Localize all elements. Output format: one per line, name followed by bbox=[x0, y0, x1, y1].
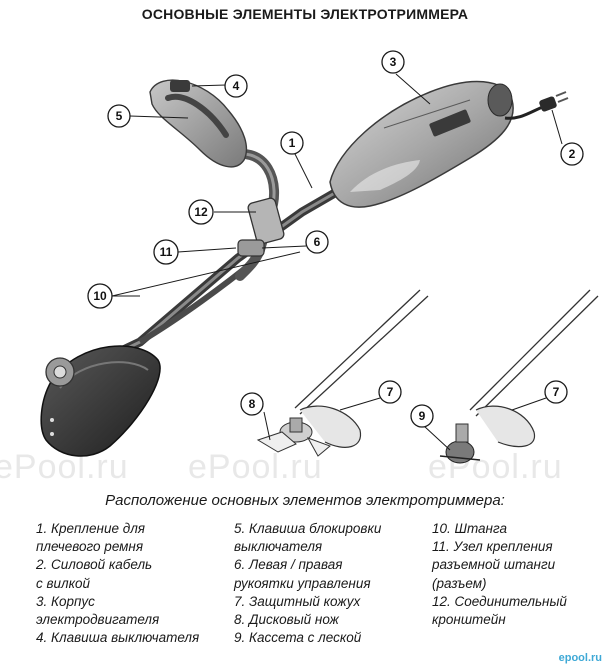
svg-text:1: 1 bbox=[289, 136, 296, 150]
leader-lines bbox=[111, 73, 563, 451]
rear-grip bbox=[149, 79, 248, 168]
svg-text:7: 7 bbox=[553, 385, 560, 399]
callout-9: 9 bbox=[410, 404, 434, 428]
legend-line: 5. Клавиша блокировки bbox=[234, 521, 382, 536]
svg-text:5: 5 bbox=[116, 109, 123, 123]
legend-line: кронштейн bbox=[432, 612, 506, 628]
legend-line: 12. Соединительный bbox=[432, 593, 567, 609]
legend-line: выключателя bbox=[234, 539, 323, 555]
legend-line: 11. Узел крепления bbox=[432, 539, 553, 555]
legend-line: разъемной штанги bbox=[432, 557, 556, 573]
callout-7-right: 7 bbox=[544, 380, 568, 404]
legend-line: плечевого ремня bbox=[36, 539, 144, 555]
legend-line: 2. Силовой кабель bbox=[36, 557, 153, 573]
svg-text:11: 11 bbox=[160, 245, 173, 259]
power-cable bbox=[504, 91, 569, 120]
diagram-title: ОСНОВНЫЕ ЭЛЕМЕНТЫ ЭЛЕКТРОТРИММЕРА bbox=[141, 6, 469, 22]
callout-6: 6 bbox=[305, 230, 329, 254]
inset-line-cassette bbox=[439, 289, 599, 464]
callout-1: 1 bbox=[280, 131, 304, 155]
watermark-left: ePool.ru bbox=[0, 448, 129, 486]
legend-caption: Расположение основных элементов электрот… bbox=[105, 492, 505, 509]
legend-column-1: 1. Крепление для плечевого ремня 2. Сило… bbox=[36, 520, 199, 647]
svg-text:4: 4 bbox=[233, 79, 240, 93]
legend-line: 3. Корпус bbox=[36, 593, 95, 609]
switch-button-shape bbox=[170, 80, 190, 92]
callout-7-left: 7 bbox=[378, 380, 402, 404]
callout-2: 2 bbox=[560, 142, 584, 166]
legend-column-2: 5. Клавиша блокировки выключателя 6. Лев… bbox=[234, 520, 381, 647]
legend-line: 6. Левая / правая bbox=[234, 557, 343, 573]
svg-text:2: 2 bbox=[569, 147, 576, 161]
legend-column-3: 10. Штанга 11. Узел крепления разъемной … bbox=[432, 520, 567, 629]
watermark-center: ePool.ru bbox=[188, 448, 323, 486]
svg-text:12: 12 bbox=[194, 205, 208, 219]
inset-blade bbox=[256, 289, 429, 457]
callout-10: 10 bbox=[87, 283, 113, 309]
motor-housing bbox=[329, 80, 514, 208]
connector-bracket bbox=[237, 197, 285, 257]
trimmer-diagram: 4 5 3 2 1 12 6 11 10 8 7 9 7 bbox=[40, 50, 599, 464]
legend-line: 10. Штанга bbox=[432, 521, 507, 536]
svg-text:9: 9 bbox=[419, 409, 426, 423]
svg-text:10: 10 bbox=[93, 289, 107, 303]
callout-11: 11 bbox=[153, 239, 179, 265]
legend-line: 1. Крепление для bbox=[36, 521, 146, 536]
svg-text:8: 8 bbox=[249, 397, 256, 411]
legend-line: 7. Защитный кожух bbox=[234, 593, 361, 609]
legend-line: 8. Дисковый нож bbox=[234, 612, 339, 628]
corner-logo: epool.ru bbox=[558, 652, 602, 664]
legend-line: 9. Кассета с леской bbox=[234, 630, 362, 646]
callout-5: 5 bbox=[107, 104, 131, 128]
cutting-head bbox=[40, 345, 161, 457]
svg-text:3: 3 bbox=[390, 55, 397, 69]
callout-3: 3 bbox=[381, 50, 405, 74]
svg-text:7: 7 bbox=[387, 385, 394, 399]
legend-line: (разъем) bbox=[432, 575, 487, 591]
callout-4: 4 bbox=[224, 74, 248, 98]
legend-line: электродвигателя bbox=[36, 612, 160, 628]
legend-line: с вилкой bbox=[36, 575, 91, 591]
callout-8: 8 bbox=[240, 392, 264, 416]
legend-line: рукоятки управления bbox=[234, 575, 371, 591]
callout-12: 12 bbox=[188, 199, 214, 225]
svg-text:6: 6 bbox=[314, 235, 321, 249]
legend-line: 4. Клавиша выключателя bbox=[36, 630, 200, 646]
